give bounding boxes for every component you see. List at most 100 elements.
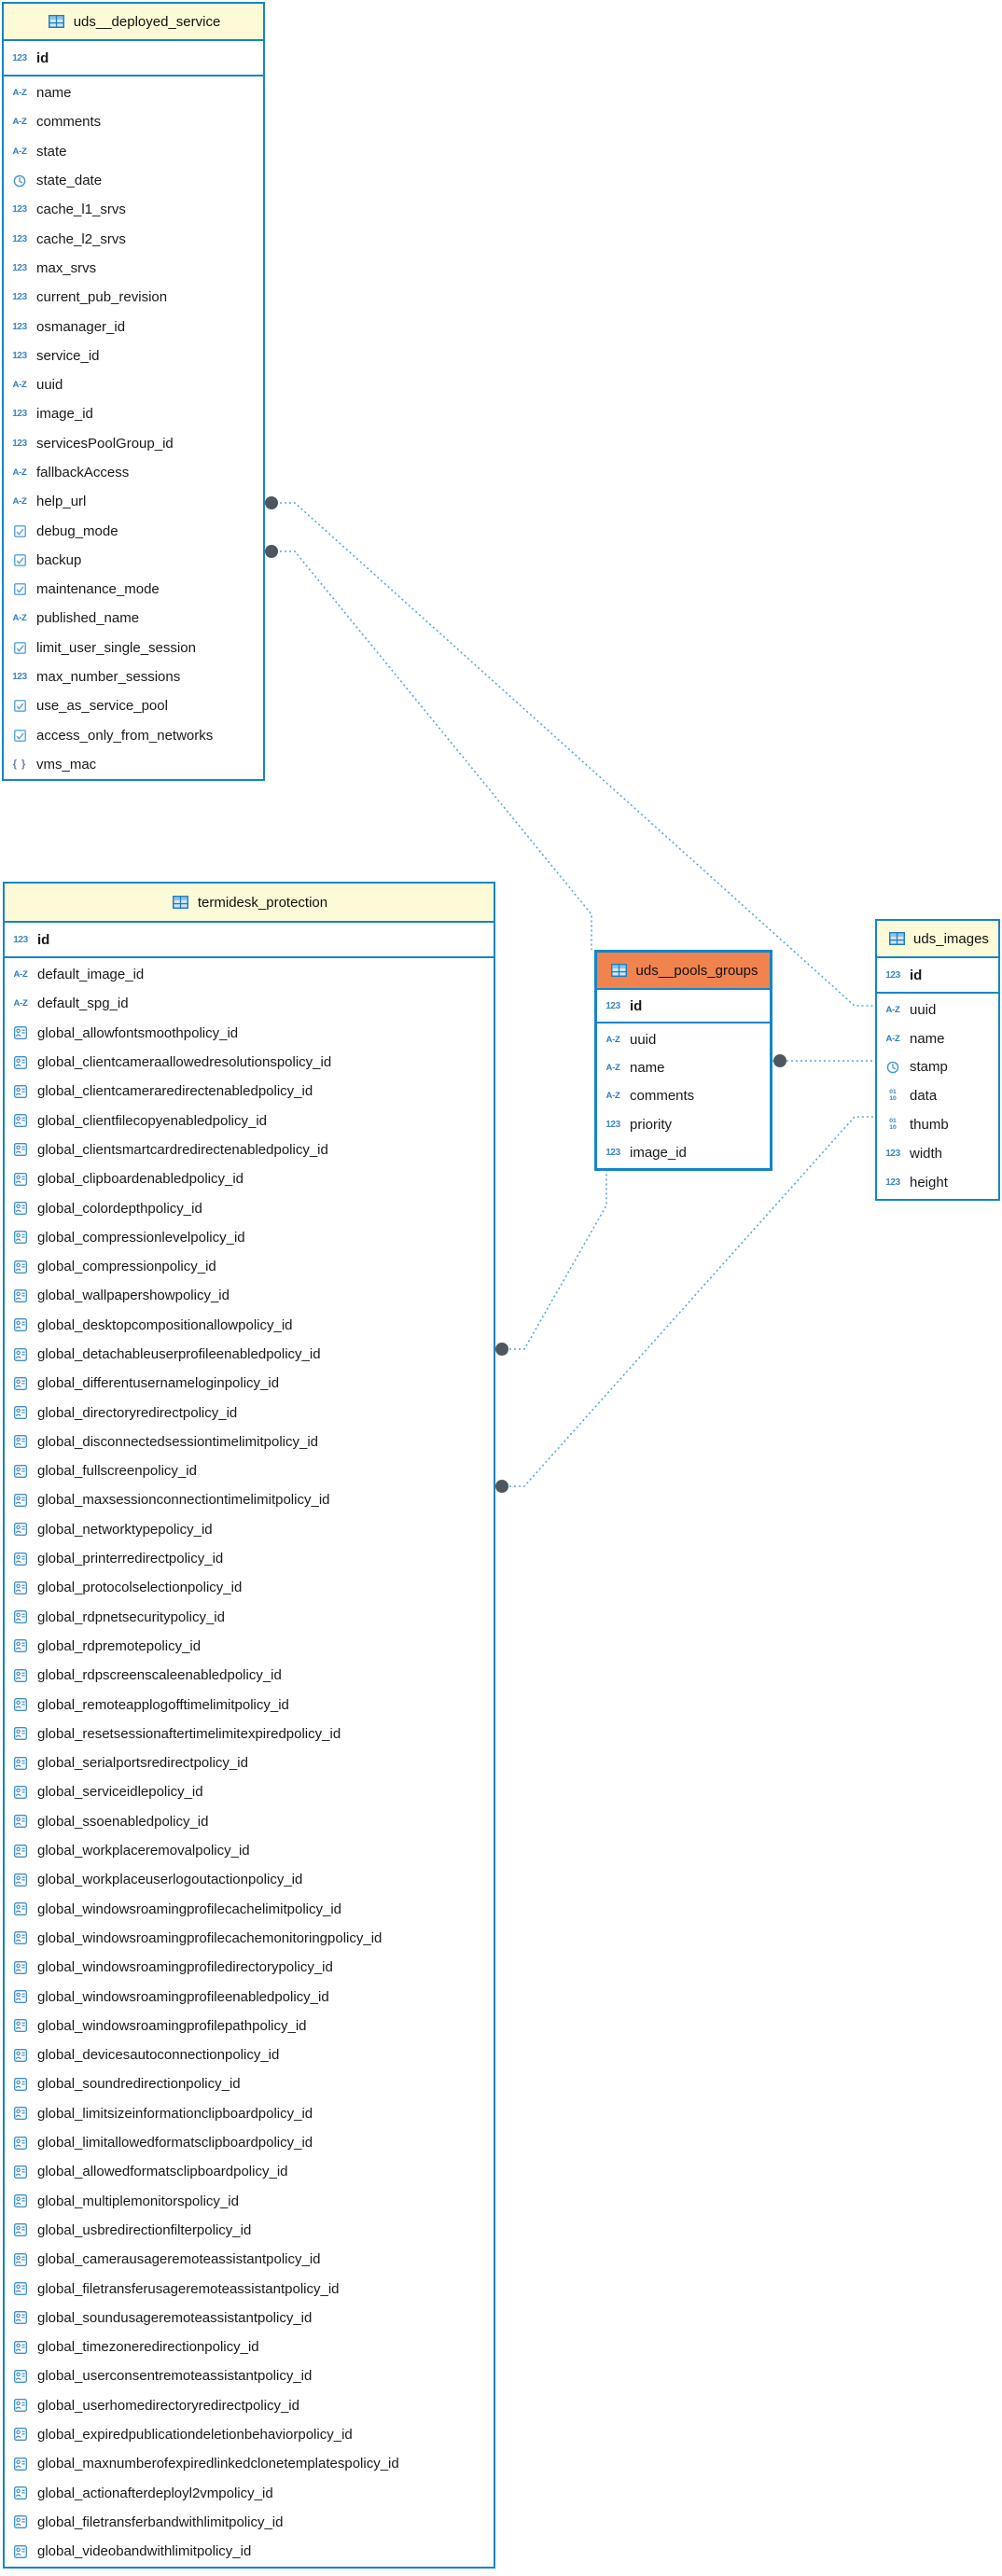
- column-global_filetransferbandwithlimitpolicy_id[interactable]: global_filetransferbandwithlimitpolicy_i…: [5, 2508, 494, 2537]
- relationship-line-uds__deployed_service-to-uds__pools_groups[interactable]: [266, 550, 592, 950]
- column-debug_mode[interactable]: debug_mode: [4, 516, 263, 545]
- column-global_windowsroamingprofilecachelimitpolicy_id[interactable]: global_windowsroamingprofilecachelimitpo…: [5, 1895, 494, 1924]
- column-global_clientcameraallowedresolutionspolicy_id[interactable]: global_clientcameraallowedresolutionspol…: [5, 1048, 494, 1077]
- column-global_allowfontsmoothpolicy_id[interactable]: global_allowfontsmoothpolicy_id: [5, 1019, 494, 1048]
- column-backup[interactable]: backup: [4, 546, 263, 575]
- column-global_windowsroamingprofiledirectorypolicy_id[interactable]: global_windowsroamingprofiledirectorypol…: [5, 1953, 494, 1982]
- column-global_clientsmartcardredirectenabledpolicy_id[interactable]: global_clientsmartcardredirectenabledpol…: [5, 1135, 494, 1164]
- column-global_rdpremotepolicy_id[interactable]: global_rdpremotepolicy_id: [5, 1632, 494, 1661]
- relationship-line-uds__deployed_service-to-uds_images[interactable]: [266, 502, 875, 1007]
- column-global_userconsentremoteassistantpolicy_id[interactable]: global_userconsentremoteassistantpolicy_…: [5, 2361, 494, 2390]
- column-global_actionafterdeployl2vmpolicy_id[interactable]: global_actionafterdeployl2vmpolicy_id: [5, 2478, 494, 2507]
- column-global_networktypepolicy_id[interactable]: global_networktypepolicy_id: [5, 1515, 494, 1544]
- relationship-endpoint-dot[interactable]: [495, 1343, 508, 1356]
- column-global_remoteapplogofftimelimitpolicy_id[interactable]: global_remoteapplogofftimelimitpolicy_id: [5, 1690, 494, 1719]
- column-global_timezoneredirectionpolicy_id[interactable]: global_timezoneredirectionpolicy_id: [5, 2332, 494, 2361]
- column-global_soundusageremoteassistantpolicy_id[interactable]: global_soundusageremoteassistantpolicy_i…: [5, 2304, 494, 2332]
- column-global_maxsessionconnectiontimelimitpolicy_id[interactable]: global_maxsessionconnectiontimelimitpoli…: [5, 1485, 494, 1514]
- column-stamp[interactable]: stamp: [877, 1053, 998, 1082]
- table-header[interactable]: uds__pools_groups: [597, 953, 770, 990]
- column-global_devicesautoconnectionpolicy_id[interactable]: global_devicesautoconnectionpolicy_id: [5, 2040, 494, 2069]
- relationship-endpoint-dot[interactable]: [773, 1054, 786, 1067]
- column-global_printerredirectpolicy_id[interactable]: global_printerredirectpolicy_id: [5, 1544, 494, 1573]
- column-global_wallpapershowpolicy_id[interactable]: global_wallpapershowpolicy_id: [5, 1281, 494, 1310]
- column-global_ssoenabledpolicy_id[interactable]: global_ssoenabledpolicy_id: [5, 1807, 494, 1836]
- table-header[interactable]: uds_images: [877, 921, 998, 958]
- column-global_directoryredirectpolicy_id[interactable]: global_directoryredirectpolicy_id: [5, 1398, 494, 1427]
- column-global_compressionlevelpolicy_id[interactable]: global_compressionlevelpolicy_id: [5, 1223, 494, 1252]
- column-global_usbredirectionfilterpolicy_id[interactable]: global_usbredirectionfilterpolicy_id: [5, 2216, 494, 2245]
- column-global_clientcameraredirectenabledpolicy_id[interactable]: global_clientcameraredirectenabledpolicy…: [5, 1077, 494, 1106]
- column-global_userhomedirectoryredirectpolicy_id[interactable]: global_userhomedirectoryredirectpolicy_i…: [5, 2391, 494, 2420]
- column-global_limitallowedformatsclipboardpolicy_id[interactable]: global_limitallowedformatsclipboardpolic…: [5, 2128, 494, 2157]
- column-global_maxnumberofexpiredlinkedclonetemplatespolicy_id[interactable]: global_maxnumberofexpiredlinkedclonetemp…: [5, 2449, 494, 2478]
- column-global_workplaceremovalpolicy_id[interactable]: global_workplaceremovalpolicy_id: [5, 1836, 494, 1865]
- column-maintenance_mode[interactable]: maintenance_mode: [4, 575, 263, 604]
- column-global_compressionpolicy_id[interactable]: global_compressionpolicy_id: [5, 1252, 494, 1281]
- column-global_differentusernameloginpolicy_id[interactable]: global_differentusernameloginpolicy_id: [5, 1369, 494, 1398]
- column-global_soundredirectionpolicy_id[interactable]: global_soundredirectionpolicy_id: [5, 2069, 494, 2098]
- column-global_windowsroamingprofilecachemonitoringpolicy_id[interactable]: global_windowsroamingprofilecachemonitor…: [5, 1924, 494, 1953]
- column-global_rdpscreenscaleenabledpolicy_id[interactable]: global_rdpscreenscaleenabledpolicy_id: [5, 1661, 494, 1690]
- column-global_filetransferusageremoteassistantpolicy_id[interactable]: global_filetransferusageremoteassistantp…: [5, 2274, 494, 2303]
- relationship-line-termidesk_protection-to-uds_images[interactable]: [495, 1116, 875, 1487]
- column-global_camerausageremoteassistantpolicy_id[interactable]: global_camerausageremoteassistantpolicy_…: [5, 2245, 494, 2274]
- table-header[interactable]: termidesk_protection: [5, 884, 494, 923]
- column-use_as_service_pool[interactable]: use_as_service_pool: [4, 691, 263, 720]
- relationship-endpoint-dot[interactable]: [265, 496, 278, 509]
- column-global_expiredpublicationdeletionbehaviorpolicy_id[interactable]: global_expiredpublicationdeletionbehavio…: [5, 2420, 494, 2449]
- column-global_limitsizeinformationclipboardpolicy_id[interactable]: global_limitsizeinformationclipboardpoli…: [5, 2099, 494, 2128]
- column-limit_user_single_session[interactable]: limit_user_single_session: [4, 634, 263, 662]
- column-global_detachableuserprofileenabledpolicy_id[interactable]: global_detachableuserprofileenabledpolic…: [5, 1340, 494, 1369]
- column-global_disconnectedsessiontimelimitpolicy_id[interactable]: global_disconnectedsessiontimelimitpolic…: [5, 1427, 494, 1456]
- relationship-endpoint-dot[interactable]: [265, 545, 278, 558]
- table-header[interactable]: uds__deployed_service: [4, 4, 263, 41]
- relationship-endpoint-dot[interactable]: [495, 1480, 508, 1493]
- column-global_colordepthpolicy_id[interactable]: global_colordepthpolicy_id: [5, 1193, 494, 1222]
- column-global_fullscreenpolicy_id[interactable]: global_fullscreenpolicy_id: [5, 1456, 494, 1485]
- column-global_workplaceuserlogoutactionpolicy_id[interactable]: global_workplaceuserlogoutactionpolicy_i…: [5, 1865, 494, 1894]
- column-global_desktopcompositionallowpolicy_id[interactable]: global_desktopcompositionallowpolicy_id: [5, 1311, 494, 1340]
- column-global_videobandwithlimitpolicy_id[interactable]: global_videobandwithlimitpolicy_id: [5, 2537, 494, 2566]
- column-vms_mac[interactable]: { }vms_mac: [4, 750, 263, 779]
- column-global_allowedformatsclipboardpolicy_id[interactable]: global_allowedformatsclipboardpolicy_id: [5, 2157, 494, 2186]
- column-global_clientfilecopyenabledpolicy_id[interactable]: global_clientfilecopyenabledpolicy_id: [5, 1106, 494, 1135]
- column-global_multiplemonitorspolicy_id[interactable]: global_multiplemonitorspolicy_id: [5, 2186, 494, 2215]
- column-global_protocolselectionpolicy_id[interactable]: global_protocolselectionpolicy_id: [5, 1573, 494, 1602]
- column-access_only_from_networks[interactable]: access_only_from_networks: [4, 721, 263, 750]
- column-state_date[interactable]: state_date: [4, 166, 263, 195]
- column-global_resetsessionaftertimelimitexpiredpolicy_id[interactable]: global_resetsessionaftertimelimitexpired…: [5, 1720, 494, 1748]
